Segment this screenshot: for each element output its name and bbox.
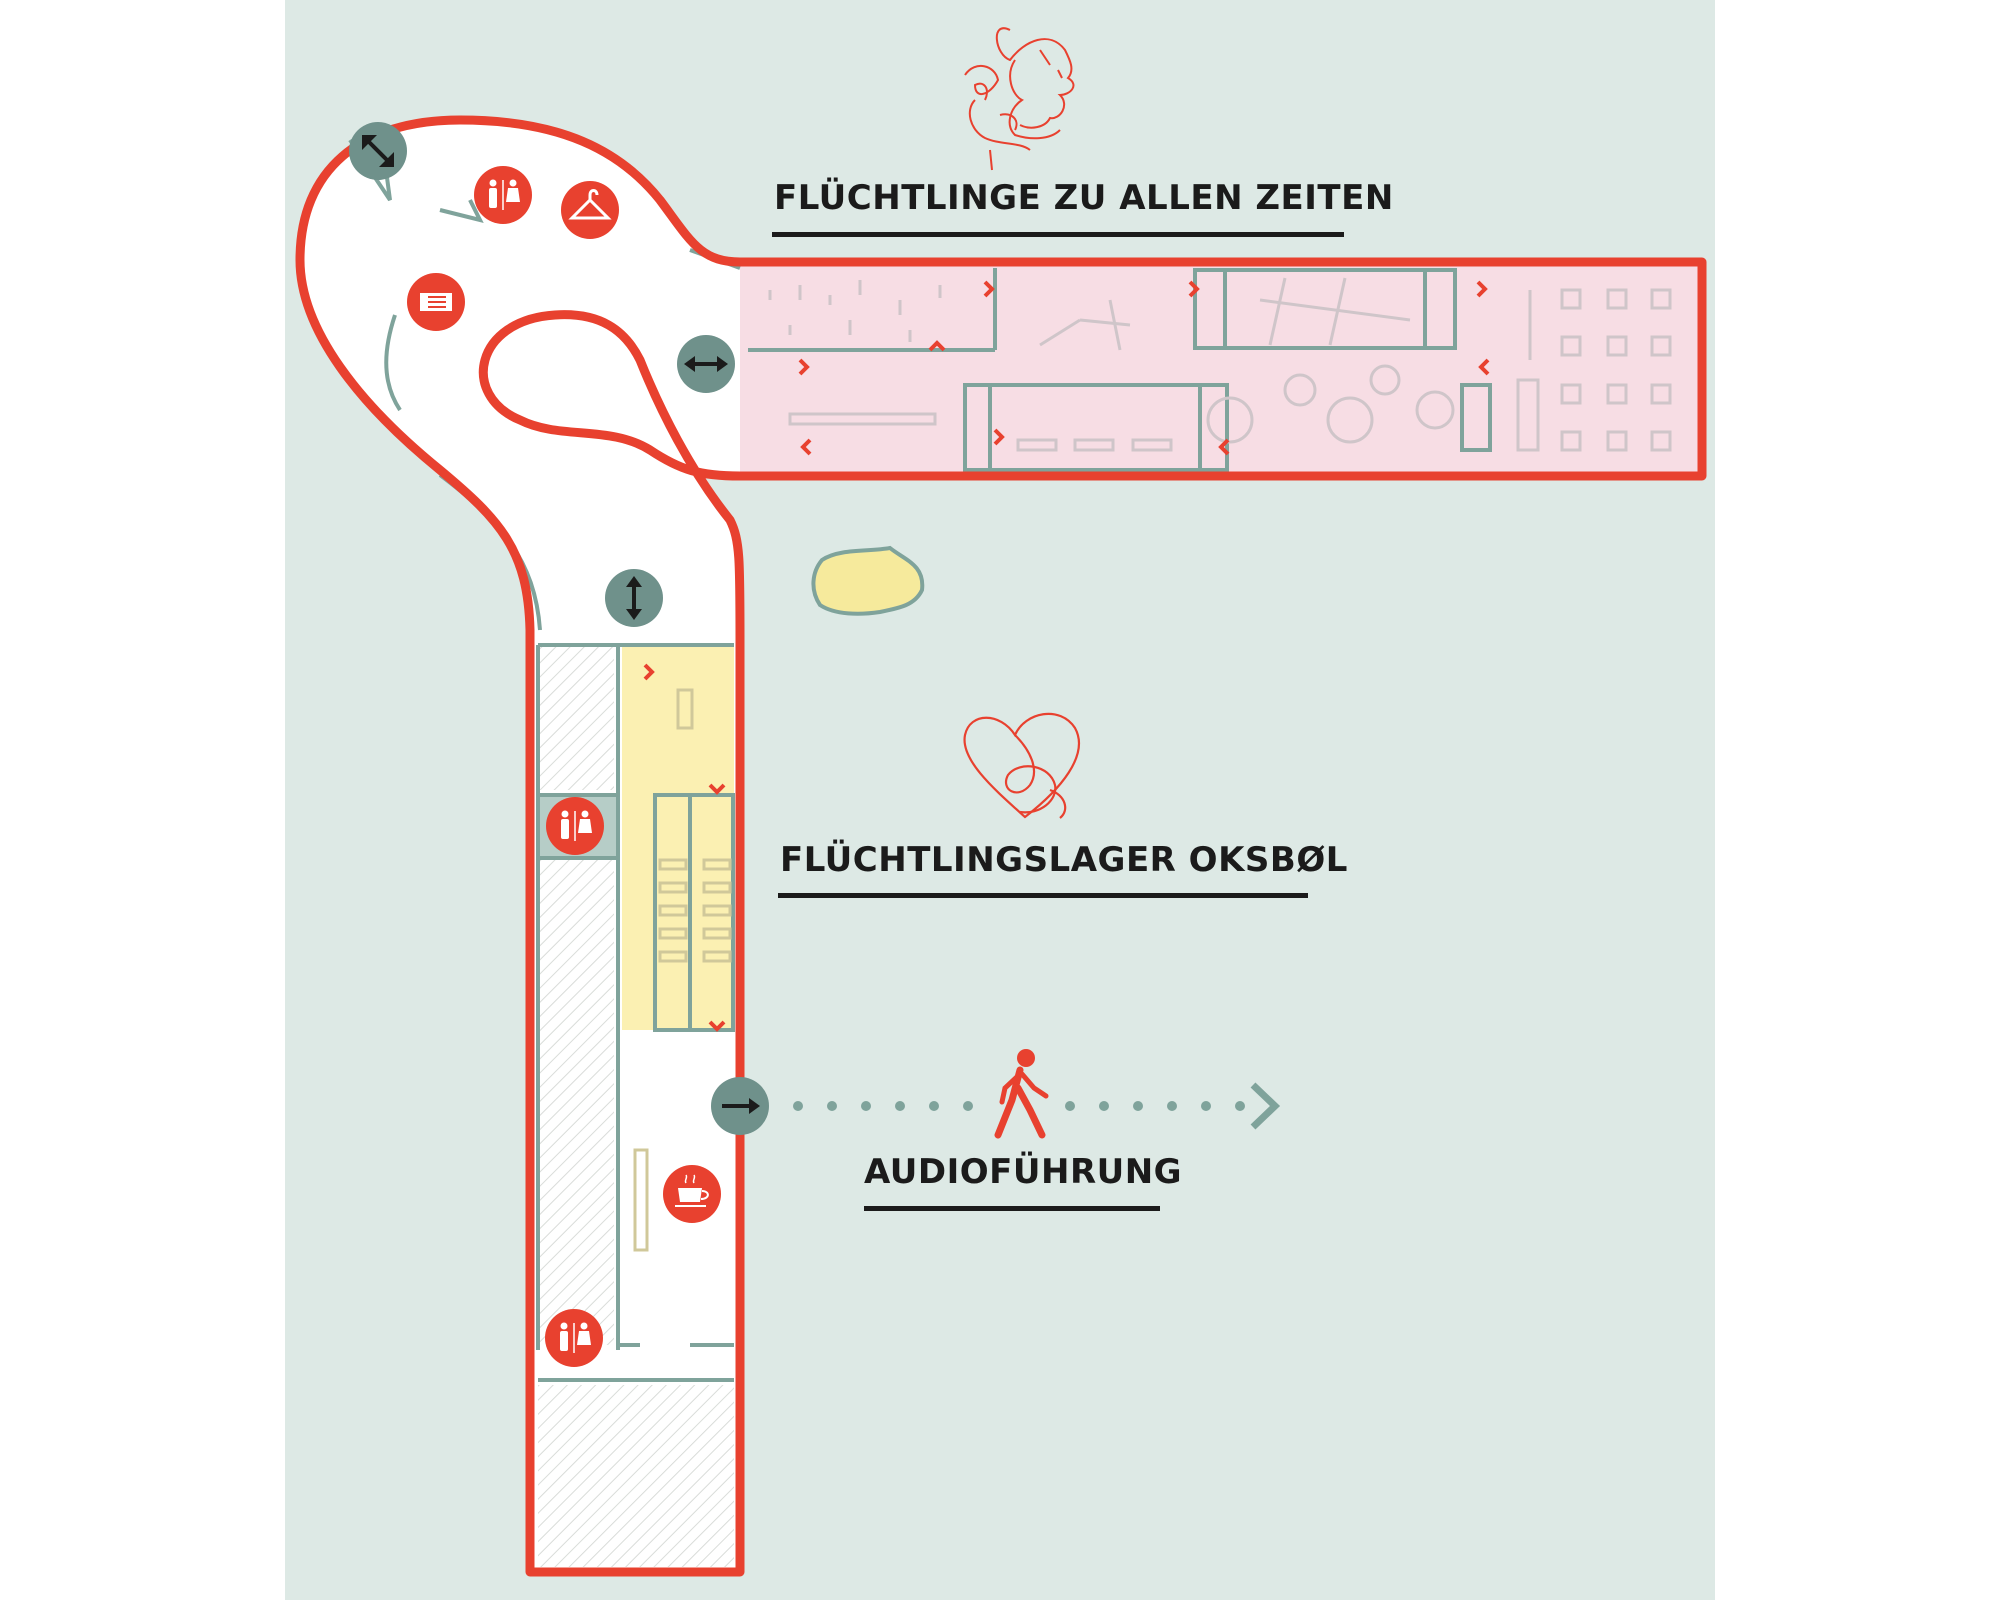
corridor-floor — [300, 120, 740, 1572]
exit-arrow-icon — [711, 1077, 769, 1135]
walking-person-icon — [994, 1049, 1049, 1139]
exhibit-1-title: FLÜCHTLINGE ZU ALLEN ZEITEN — [774, 178, 1394, 218]
audio-tour-dotted-path — [793, 1101, 1245, 1111]
exhibit-2-title: FLÜCHTLINGSLAGER OKSBØL — [780, 840, 1348, 880]
vertical-double-arrow-icon — [605, 569, 663, 627]
exhibit-1-floor-details — [748, 268, 1492, 472]
heart-line-drawing-icon — [963, 712, 1081, 819]
audio-tour-arrow-head — [1250, 1082, 1281, 1130]
storage-area-west-lower — [538, 860, 614, 1345]
cloakroom-hanger-icon — [561, 181, 619, 239]
ticket-icon — [407, 273, 465, 331]
storage-area-south — [538, 1385, 734, 1567]
audio-tour-title: AUDIOFÜHRUNG — [864, 1152, 1183, 1192]
audio-tour-title-underline — [864, 1206, 1160, 1211]
diagonal-double-arrow-icon — [349, 122, 407, 180]
horizontal-double-arrow-icon — [677, 335, 735, 393]
lake-shape — [811, 545, 925, 616]
direction-chevrons — [643, 280, 1490, 1032]
exhibit-1-title-underline — [772, 232, 1344, 237]
restroom-icon — [546, 797, 604, 855]
building-outline — [295, 115, 1707, 1577]
restroom-icon — [545, 1309, 603, 1367]
exhibit-1-furniture — [768, 277, 1672, 452]
face-line-drawing-icon — [964, 27, 1075, 171]
exhibit-1-room — [740, 262, 1702, 476]
restroom-icon — [474, 166, 532, 224]
exhibit-2-title-underline — [778, 893, 1308, 898]
storage-area-west — [538, 645, 614, 790]
cafe-coffee-icon — [663, 1165, 721, 1223]
exhibit-2-furniture — [633, 688, 732, 1252]
